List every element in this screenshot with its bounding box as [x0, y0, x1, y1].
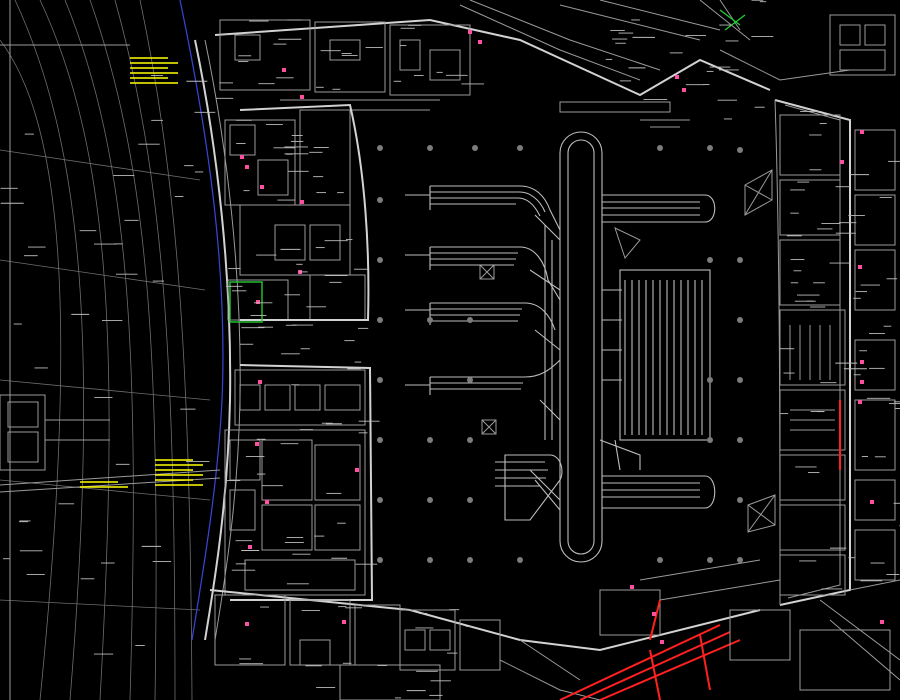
column-grid-circle-icon — [737, 437, 743, 443]
column-grid-circle-icon — [467, 317, 473, 323]
column-grid-circle-icon — [707, 257, 713, 263]
room-tag-icon — [478, 40, 482, 44]
column-grid-circle-icon — [707, 557, 713, 563]
south-wing — [209, 559, 781, 700]
column-grid-circle-icon — [472, 145, 478, 151]
room-tag-icon — [880, 620, 884, 624]
column-grid-circle-icon — [427, 497, 433, 503]
conveyor-branches — [405, 185, 716, 521]
room-tag-icon — [858, 265, 862, 269]
column-grid-circle-icon — [467, 377, 473, 383]
site-boundary-line — [179, 0, 224, 641]
column-grid — [377, 145, 743, 563]
room-tag-icon — [248, 545, 252, 549]
column-grid-circle-icon — [657, 557, 663, 563]
column-grid-circle-icon — [737, 557, 743, 563]
room-tag-icon — [840, 160, 844, 164]
column-grid-circle-icon — [427, 145, 433, 151]
room-tag-icon — [630, 585, 634, 589]
room-tag-icon — [342, 620, 346, 624]
column-grid-circle-icon — [467, 497, 473, 503]
room-tag-icon — [870, 500, 874, 504]
room-tag-icon — [245, 622, 249, 626]
column-grid-circle-icon — [377, 377, 383, 383]
column-grid-circle-icon — [377, 557, 383, 563]
column-grid-circle-icon — [737, 147, 743, 153]
column-grid-circle-icon — [377, 497, 383, 503]
column-grid-circle-icon — [737, 317, 743, 323]
column-grid-circle-icon — [467, 557, 473, 563]
column-grid-circle-icon — [737, 257, 743, 263]
contour-lines — [0, 0, 211, 700]
column-grid-circle-icon — [657, 145, 663, 151]
room-tag-icon — [468, 30, 472, 34]
red-highlighted-stair — [559, 599, 891, 700]
column-grid-circle-icon — [427, 317, 433, 323]
room-tag-icon — [675, 75, 679, 79]
column-grid-circle-icon — [427, 437, 433, 443]
column-grid-circle-icon — [707, 377, 713, 383]
room-tag-icon — [245, 165, 249, 169]
north-east-block — [699, 0, 896, 81]
column-grid-circle-icon — [377, 257, 383, 263]
column-grid-circle-icon — [707, 145, 713, 151]
north-wing — [214, 0, 771, 128]
column-grid-circle-icon — [737, 377, 743, 383]
room-tag-icon — [860, 360, 864, 364]
room-tag-icon — [260, 185, 264, 189]
room-tag-icon — [265, 500, 269, 504]
column-grid-circle-icon — [517, 145, 523, 151]
column-grid-circle-icon — [377, 145, 383, 151]
building-west-wall — [194, 39, 232, 641]
room-tag-icon — [355, 468, 359, 472]
room-tag-icon — [860, 380, 864, 384]
column-grid-circle-icon — [517, 557, 523, 563]
room-tag-icon — [858, 400, 862, 404]
column-grid-circle-icon — [377, 437, 383, 443]
room-tag-icon — [256, 300, 260, 304]
room-tags — [240, 30, 884, 644]
room-tag-icon — [300, 95, 304, 99]
column-grid-circle-icon — [377, 197, 383, 203]
room-tag-icon — [652, 612, 656, 616]
column-grid-circle-icon — [427, 557, 433, 563]
column-grid-circle-icon — [737, 497, 743, 503]
void-cross-icon — [479, 169, 776, 533]
column-grid-circle-icon — [467, 437, 473, 443]
highlighted-room-green — [229, 281, 263, 323]
room-tag-icon — [300, 200, 304, 204]
room-tag-icon — [682, 88, 686, 92]
room-tag-icon — [860, 130, 864, 134]
room-tag-icon — [240, 155, 244, 159]
central-racetrack — [559, 131, 603, 563]
west-rooms — [224, 103, 374, 601]
east-wing — [774, 99, 900, 681]
room-tag-icon — [282, 68, 286, 72]
column-grid-circle-icon — [377, 317, 383, 323]
room-tag-icon — [660, 640, 664, 644]
column-grid-circle-icon — [707, 437, 713, 443]
room-tag-icon — [258, 380, 262, 384]
room-tag-icon — [255, 442, 259, 446]
